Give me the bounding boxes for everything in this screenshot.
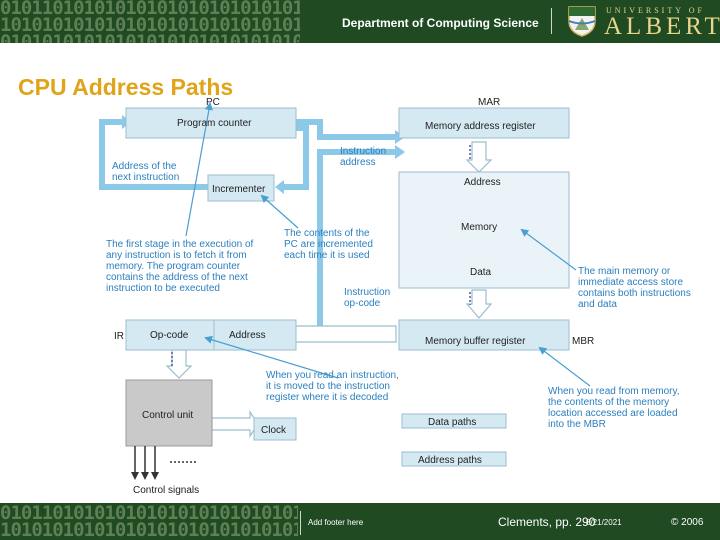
memory-label: Memory xyxy=(461,222,497,233)
pc-to-mar-path xyxy=(296,119,395,140)
footer-citation: Clements, pp. 290 xyxy=(498,515,596,529)
instruction-opcode-label-2: op-code xyxy=(344,298,381,309)
data-paths-legend-label: Data paths xyxy=(428,417,476,428)
svg-text:register where it is decoded: register where it is decoded xyxy=(266,392,388,403)
svg-text:instruction to be executed: instruction to be executed xyxy=(106,283,220,294)
note-read-memory: When you read from memory, the contents … xyxy=(548,386,680,430)
logo-text-alberta: ALBERTA xyxy=(604,13,720,40)
program-counter-label: Program counter xyxy=(177,118,252,129)
svg-text:immediate access store: immediate access store xyxy=(578,277,683,288)
svg-text:PC are incremented: PC are incremented xyxy=(284,239,373,250)
note-main-memory: The main memory or immediate access stor… xyxy=(578,266,691,310)
clock-label: Clock xyxy=(261,425,287,436)
clock-box xyxy=(253,417,297,441)
memory-buffer-register-label: Memory buffer register xyxy=(425,336,526,347)
address-paths-legend-box xyxy=(401,451,507,467)
svg-text:the contents of the memory: the contents of the memory xyxy=(548,397,669,408)
instruction-opcode-label-1: Instruction xyxy=(344,287,390,298)
control-unit-label: Control unit xyxy=(142,410,193,421)
logo-text-university-of: UNIVERSITY OF xyxy=(606,6,705,15)
footer-placeholder-text: Add footer here xyxy=(308,518,364,527)
pc-label: PC xyxy=(206,97,220,108)
svg-text:each time it is used: each time it is used xyxy=(284,250,370,261)
note-pc-incremented: The contents of the PC are incremented e… xyxy=(284,228,373,261)
svg-text:When you read from memory,: When you read from memory, xyxy=(548,386,680,397)
mar-label: MAR xyxy=(478,97,500,108)
ir-opcode-box xyxy=(125,319,215,351)
data-path-lines xyxy=(165,141,493,438)
incrementer-label: Incrementer xyxy=(212,184,266,195)
svg-text:When you read an instruction,: When you read an instruction, xyxy=(266,370,399,381)
footer-copyright: © 2006 xyxy=(671,517,704,528)
svg-text:any instruction is to fetch it: any instruction is to fetch it from xyxy=(106,250,247,261)
address-of-next-label-1: Address of the xyxy=(112,161,177,172)
memory-buffer-register-box xyxy=(398,319,570,351)
note-read-instruction: When you read an instruction, it is move… xyxy=(266,370,399,403)
svg-text:The first stage in the executi: The first stage in the execution of xyxy=(106,239,254,250)
ir-address-label: Address xyxy=(229,330,266,341)
control-unit-box xyxy=(125,379,213,447)
address-of-next-label-2: next instruction xyxy=(112,172,179,183)
header-band: 0101101010101010101010101010101010101010… xyxy=(0,0,720,43)
svg-text:contains the address of the ne: contains the address of the next xyxy=(106,272,248,283)
program-counter-box xyxy=(125,107,297,139)
address-paths-legend-label: Address paths xyxy=(418,455,482,466)
slide-title: CPU Address Paths xyxy=(18,74,234,100)
note-first-stage: The first stage in the execution of any … xyxy=(106,239,254,294)
svg-text:The main memory or: The main memory or xyxy=(578,266,671,277)
ir-label: IR xyxy=(114,331,124,342)
memory-address-register-label: Memory address register xyxy=(425,121,536,132)
memory-address-register-box xyxy=(398,107,570,139)
mbr-label: MBR xyxy=(572,336,594,347)
svg-text:it is moved to the instruction: it is moved to the instruction xyxy=(266,381,390,392)
control-signal-arrowheads xyxy=(131,472,159,480)
incrementer-loop-path xyxy=(99,119,208,190)
annotation-pointers xyxy=(185,102,591,387)
pc-to-incrementer-path xyxy=(284,125,309,190)
opcode-label: Op-code xyxy=(150,330,189,341)
memory-data-port-label: Data xyxy=(470,267,492,278)
university-crest-icon xyxy=(568,6,596,37)
svg-text:and data: and data xyxy=(578,299,617,310)
control-signals-label: Control signals xyxy=(133,485,199,496)
footer-date: 8/21/2021 xyxy=(586,518,622,527)
department-name: Department of Computing Science xyxy=(342,16,539,30)
instruction-address-label-2: address xyxy=(340,157,376,168)
footer-band: 0101101010101010101010101010101010101010… xyxy=(0,503,720,540)
data-paths-legend-box xyxy=(401,413,507,429)
footer-divider xyxy=(300,511,301,535)
memory-box xyxy=(398,171,570,289)
svg-text:location accessed are loaded: location accessed are loaded xyxy=(548,408,678,419)
svg-text:The contents of the: The contents of the xyxy=(284,228,370,239)
svg-text:into the MBR: into the MBR xyxy=(548,419,606,430)
registers xyxy=(125,107,570,467)
svg-text:memory. The program counter: memory. The program counter xyxy=(106,261,241,272)
dotted-control-lines xyxy=(171,145,471,366)
svg-text:contains both instructions: contains both instructions xyxy=(578,288,691,299)
memory-address-port-label: Address xyxy=(464,177,501,188)
header-divider xyxy=(551,8,552,34)
instruction-address-label-1: Instruction xyxy=(340,146,386,157)
control-signal-arrows xyxy=(134,446,196,474)
